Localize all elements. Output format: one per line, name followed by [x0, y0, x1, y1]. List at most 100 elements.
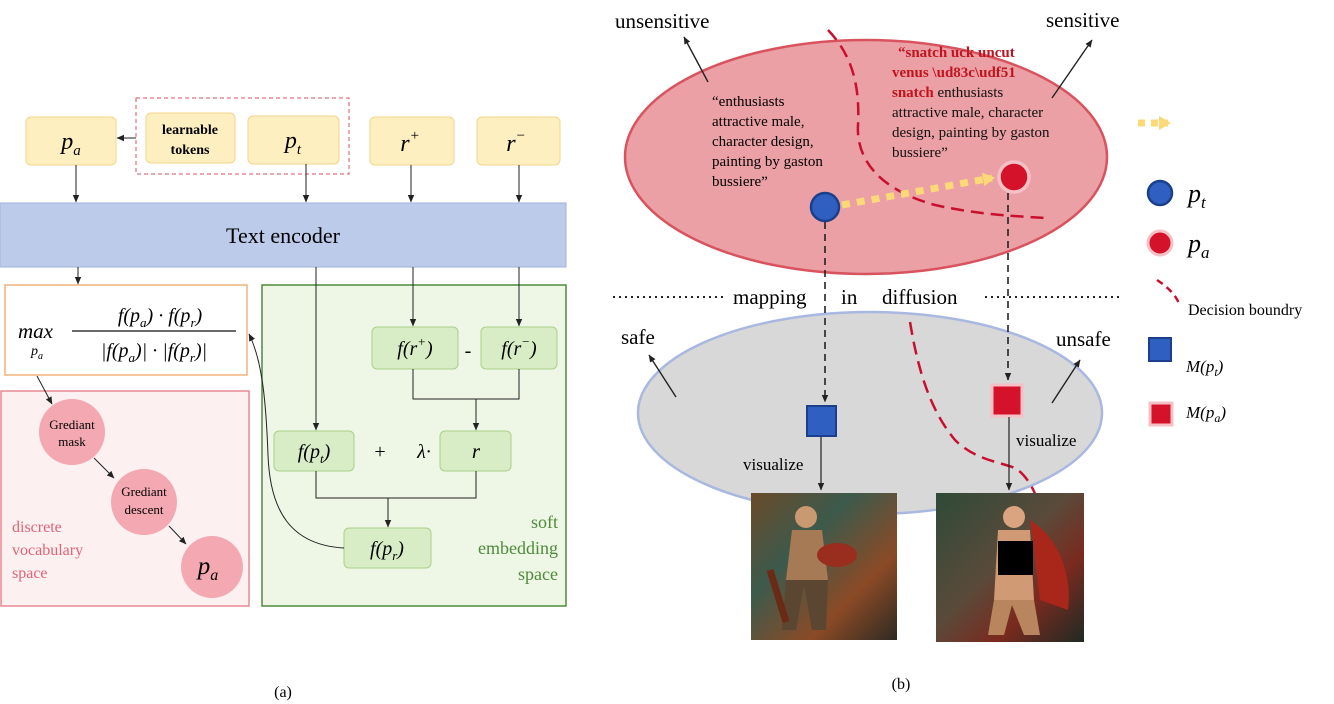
- svg-text:f(pt): f(pt): [298, 441, 331, 466]
- svg-text:f(pr): f(pr): [370, 538, 404, 563]
- marker-m-p-a: [990, 383, 1024, 418]
- soft-label-line1: soft: [531, 512, 558, 532]
- svg-text:f(r+): f(r+): [397, 334, 433, 360]
- lambda-operator: λ·: [416, 441, 431, 463]
- objective-num-sub1: a: [140, 315, 147, 330]
- box-r-label: r: [472, 439, 481, 463]
- learnable-line1: learnable: [162, 123, 218, 138]
- legend-boundary-line: [1156, 278, 1182, 307]
- label-safe: safe: [621, 325, 655, 349]
- token-r-plus: r+: [369, 116, 455, 166]
- node-gradient-descent-line1: Grediant: [121, 484, 167, 499]
- token-p-t-sub: t: [297, 142, 302, 158]
- objective-num-mid: ) · f(p: [146, 305, 191, 327]
- box-f-p-t-label: f(p: [298, 441, 320, 463]
- objective-max-sub: p: [30, 344, 38, 359]
- text-encoder: Text encoder: [0, 202, 567, 268]
- prompt-t-line2: attractive male,: [712, 114, 804, 130]
- token-p-a: pa: [25, 116, 117, 166]
- legend-p-t-sub: t: [1201, 193, 1207, 212]
- node-p-a-label: p: [196, 553, 211, 580]
- box-f-p-r-sub: r: [392, 548, 398, 563]
- label-visualize-left: visualize: [743, 455, 803, 474]
- box-f-p-t-end: ): [323, 441, 331, 463]
- token-r-plus-label: r: [400, 131, 410, 157]
- legend-p-a-sub: a: [1201, 243, 1210, 262]
- optimization-arrow: [841, 172, 995, 209]
- legend-m-p-a-label: M(p: [1185, 403, 1214, 422]
- prompt-a-red-line1: “snatch uck uncut: [898, 45, 1015, 61]
- token-p-a-sub: a: [73, 143, 81, 159]
- token-r-minus-label: r: [506, 131, 516, 157]
- legend-p-t-label: p: [1186, 179, 1201, 208]
- arrow-mask-descent: [93, 457, 115, 479]
- token-r-minus-sup: −: [516, 128, 526, 144]
- legend-marker-m-p-a: [1148, 401, 1174, 427]
- minus-operator: -: [465, 340, 472, 362]
- svg-text:pa: pa: [30, 344, 43, 362]
- box-f-r-plus-label: f(r: [397, 338, 417, 360]
- safe-region: [636, 310, 1104, 516]
- soft-label-line2: embedding: [478, 538, 558, 558]
- label-in: in: [841, 285, 858, 309]
- bracket-sum: [315, 471, 477, 499]
- soft-label-line3: space: [518, 564, 558, 584]
- discrete-label-line1: discrete: [12, 519, 62, 536]
- label-visualize-right: visualize: [1016, 431, 1076, 450]
- label-unsensitive: unsensitive: [615, 9, 710, 33]
- objective-num-end: ): [195, 305, 203, 327]
- legend-marker-p-a: [1146, 229, 1174, 257]
- node-gradient-mask: Grediant mask: [39, 399, 105, 465]
- prompt-t-line3: character design,: [712, 134, 814, 150]
- prompt-a-line6: bussiere”: [892, 145, 948, 161]
- svg-text:pa: pa: [196, 553, 219, 584]
- label-sensitive: sensitive: [1046, 8, 1120, 32]
- sensitive-region: [623, 38, 1109, 276]
- box-f-r-minus-sup: −: [521, 334, 530, 349]
- arrow-descent-pa: [168, 525, 187, 545]
- censor-box: [998, 541, 1033, 575]
- svg-text:M(pt): M(pt): [1185, 357, 1224, 379]
- arrow-objective-mask: [36, 375, 53, 405]
- learnable-group-frame: [135, 97, 350, 175]
- svg-text:M(pa): M(pa): [1185, 403, 1226, 425]
- objective-den-mid: )| · |f(p: [134, 340, 190, 362]
- prompt-a-line5: design, painting by gaston: [892, 125, 1050, 141]
- box-f-r-minus-end: ): [529, 338, 537, 360]
- box-f-p-r-label: f(p: [370, 538, 392, 560]
- arrow-unsafe: [1051, 359, 1081, 404]
- box-f-p-r: f(pr): [343, 527, 432, 569]
- legend-m-p-t-label: M(p: [1185, 357, 1214, 376]
- legend: pt pa Decision boundry M(pt) M(pa): [1138, 116, 1302, 427]
- text-encoder-label: Text encoder: [226, 223, 341, 248]
- prompt-a-black-first: enthusiasts: [934, 85, 1004, 101]
- box-f-r-plus-sup: +: [417, 334, 426, 349]
- token-r-minus: r−: [476, 116, 561, 166]
- legend-m-p-a-sub: a: [1214, 411, 1220, 425]
- arrow-unsensitive: [683, 36, 709, 83]
- node-gradient-descent-line2: descent: [125, 502, 164, 517]
- svg-text:f(r−): f(r−): [501, 334, 537, 360]
- bracket-difference: [412, 369, 520, 400]
- objective-den-end: )|: [194, 340, 207, 362]
- prompt-t-line5: bussiere”: [712, 174, 768, 190]
- prompt-a-line4: attractive male, character: [892, 105, 1043, 121]
- svg-text:r−: r−: [506, 128, 525, 157]
- prompt-a-red-line2: venus \ud83c\udf51: [892, 65, 1016, 81]
- panel-b: unsensitive sensitive safe unsafe “enthu…: [613, 8, 1302, 693]
- box-f-r-minus-label: f(r: [501, 338, 521, 360]
- node-p-a-sub: a: [210, 567, 218, 584]
- box-f-r-plus: f(r+): [371, 326, 459, 370]
- marker-p-t: [809, 191, 841, 223]
- learnable-line2: tokens: [171, 143, 210, 158]
- node-p-a: pa: [181, 536, 243, 598]
- objective-den-sub2: r: [190, 350, 196, 365]
- arrow-safe: [648, 354, 677, 398]
- caption-a: (a): [274, 684, 292, 701]
- label-unsafe: unsafe: [1056, 327, 1111, 351]
- label-diffusion: diffusion: [882, 285, 958, 309]
- legend-marker-m-p-t: [1148, 337, 1172, 362]
- box-f-r-plus-end: ): [425, 338, 433, 360]
- box-f-r-minus: f(r−): [480, 326, 558, 370]
